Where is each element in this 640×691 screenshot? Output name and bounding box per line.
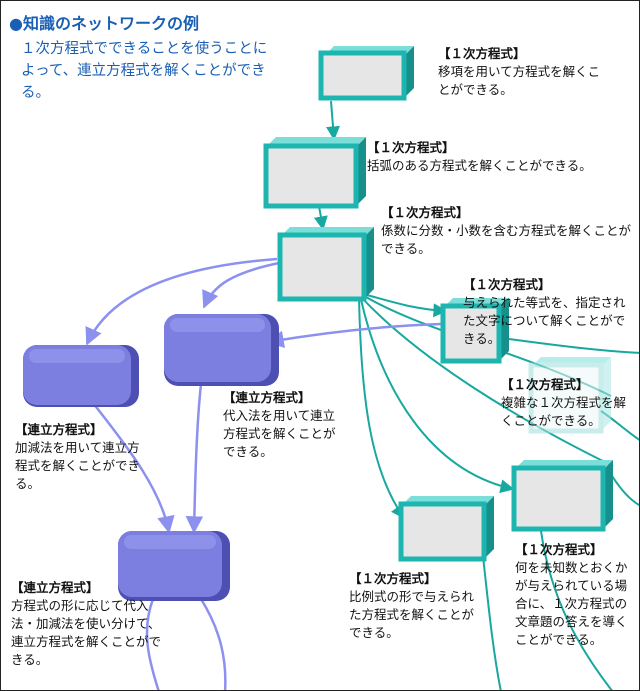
link-p3-down-left	[145, 598, 160, 690]
node-n6-label: 【１次方程式】 比例式の形で与えられた方程式を解くことができる。	[349, 570, 479, 642]
node-n4-box[interactable]	[440, 298, 509, 364]
node-n3-label: 【１次方程式】 係数に分数・小数を含む方程式を解くことができる。	[381, 204, 633, 258]
node-p2-body: 代入法を用いて連立方程式を解くことができる。	[223, 408, 336, 459]
diagram-subtitle: １次方程式でできることを使うことによって、連立方程式を解くことができる。	[21, 41, 268, 101]
node-n1-label: 【１次方程式】 移項を用いて方程式を解くことができる。	[438, 45, 608, 99]
node-p2-heading: 【連立方程式】	[223, 390, 311, 405]
node-n2-body: 括弧のある方程式を解くことができる。	[367, 158, 592, 173]
node-n5-heading: 【１次方程式】	[501, 377, 589, 392]
node-n3-body: 係数に分数・小数を含む方程式を解くことができる。	[381, 223, 632, 256]
link-n4-right	[508, 338, 639, 354]
arrow-n3-n6	[358, 295, 405, 520]
node-p1-label: 【連立方程式】 加減法を用いて連立方程式を解くことができる。	[15, 421, 147, 493]
node-n5-box[interactable]	[528, 357, 611, 434]
node-n7-box[interactable]	[511, 460, 613, 532]
arrow-n3-p2	[202, 261, 280, 309]
node-n4-body: 与えられた等式を、指定された文字について解くことができる。	[463, 295, 626, 346]
node-n5-label: 【１次方程式】 複雑な１次方程式を解くことができる。	[501, 376, 637, 430]
node-p1-box[interactable]	[23, 345, 139, 407]
arrow-p2-p3	[185, 383, 204, 534]
node-n7-label: 【１次方程式】 何を未知数とおくかが与えられている場合に、１次方程式の文章題の答…	[515, 541, 633, 649]
node-n4-label: 【１次方程式】 与えられた等式を、指定された文字について解くことができる。	[463, 276, 631, 348]
arrow-n3-n7	[359, 294, 515, 494]
node-p3-box[interactable]	[118, 531, 230, 601]
arrow-p1-p3	[92, 402, 175, 534]
node-n3-box[interactable]	[277, 227, 374, 302]
node-n3-heading: 【１次方程式】	[381, 205, 469, 220]
node-n6-body: 比例式の形で与えられた方程式を解くことができる。	[349, 589, 475, 640]
node-n6-heading: 【１次方程式】	[349, 571, 437, 586]
node-p2-label: 【連立方程式】 代入法を用いて連立方程式を解くことができる。	[223, 389, 347, 461]
node-n1-body: 移項を用いて方程式を解くことができる。	[438, 64, 601, 97]
node-p1-body: 加減法を用いて連立方程式を解くことができる。	[15, 440, 141, 491]
node-n2-box[interactable]	[263, 137, 366, 209]
node-n5-body: 複雑な１次方程式を解くことができる。	[501, 395, 627, 428]
node-p1-heading: 【連立方程式】	[15, 422, 103, 437]
node-p3-label: 【連立方程式】 方程式の形に応じて代入法・加減法を使い分けて、連立方程式を解くこ…	[11, 579, 163, 669]
node-n7-heading: 【１次方程式】	[515, 542, 603, 557]
node-n7-body: 何を未知数とおくかが与えられている場合に、１次方程式の文章題の答えを導くことがで…	[515, 560, 628, 647]
node-n1-heading: 【１次方程式】	[438, 46, 526, 61]
arrow-n4-p2	[266, 322, 442, 348]
link-n7-right	[608, 470, 639, 507]
node-n2-heading: 【１次方程式】	[367, 140, 455, 155]
diagram-title: ●知識のネットワークの例	[9, 14, 199, 33]
link-n7-down	[540, 530, 613, 690]
arrow-n3-n4	[358, 292, 448, 318]
link-p3-down-right	[199, 598, 227, 690]
link-n3-n5b	[360, 296, 614, 467]
link-n6-down	[482, 555, 502, 690]
arrow-n1-n2	[326, 100, 340, 141]
node-n6-box[interactable]	[398, 496, 494, 562]
node-p2-box[interactable]	[164, 314, 279, 386]
node-p3-body: 方程式の形に応じて代入法・加減法を使い分けて、連立方程式を解くことができる。	[11, 598, 162, 667]
arrow-n3-p1	[85, 257, 278, 346]
node-n4-heading: 【１次方程式】	[463, 277, 551, 292]
node-n2-label: 【１次方程式】 括弧のある方程式を解くことができる。	[367, 139, 637, 175]
arrow-n2-n3	[313, 205, 328, 231]
node-p3-heading: 【連立方程式】	[11, 580, 99, 595]
node-n1-box[interactable]	[318, 46, 414, 101]
